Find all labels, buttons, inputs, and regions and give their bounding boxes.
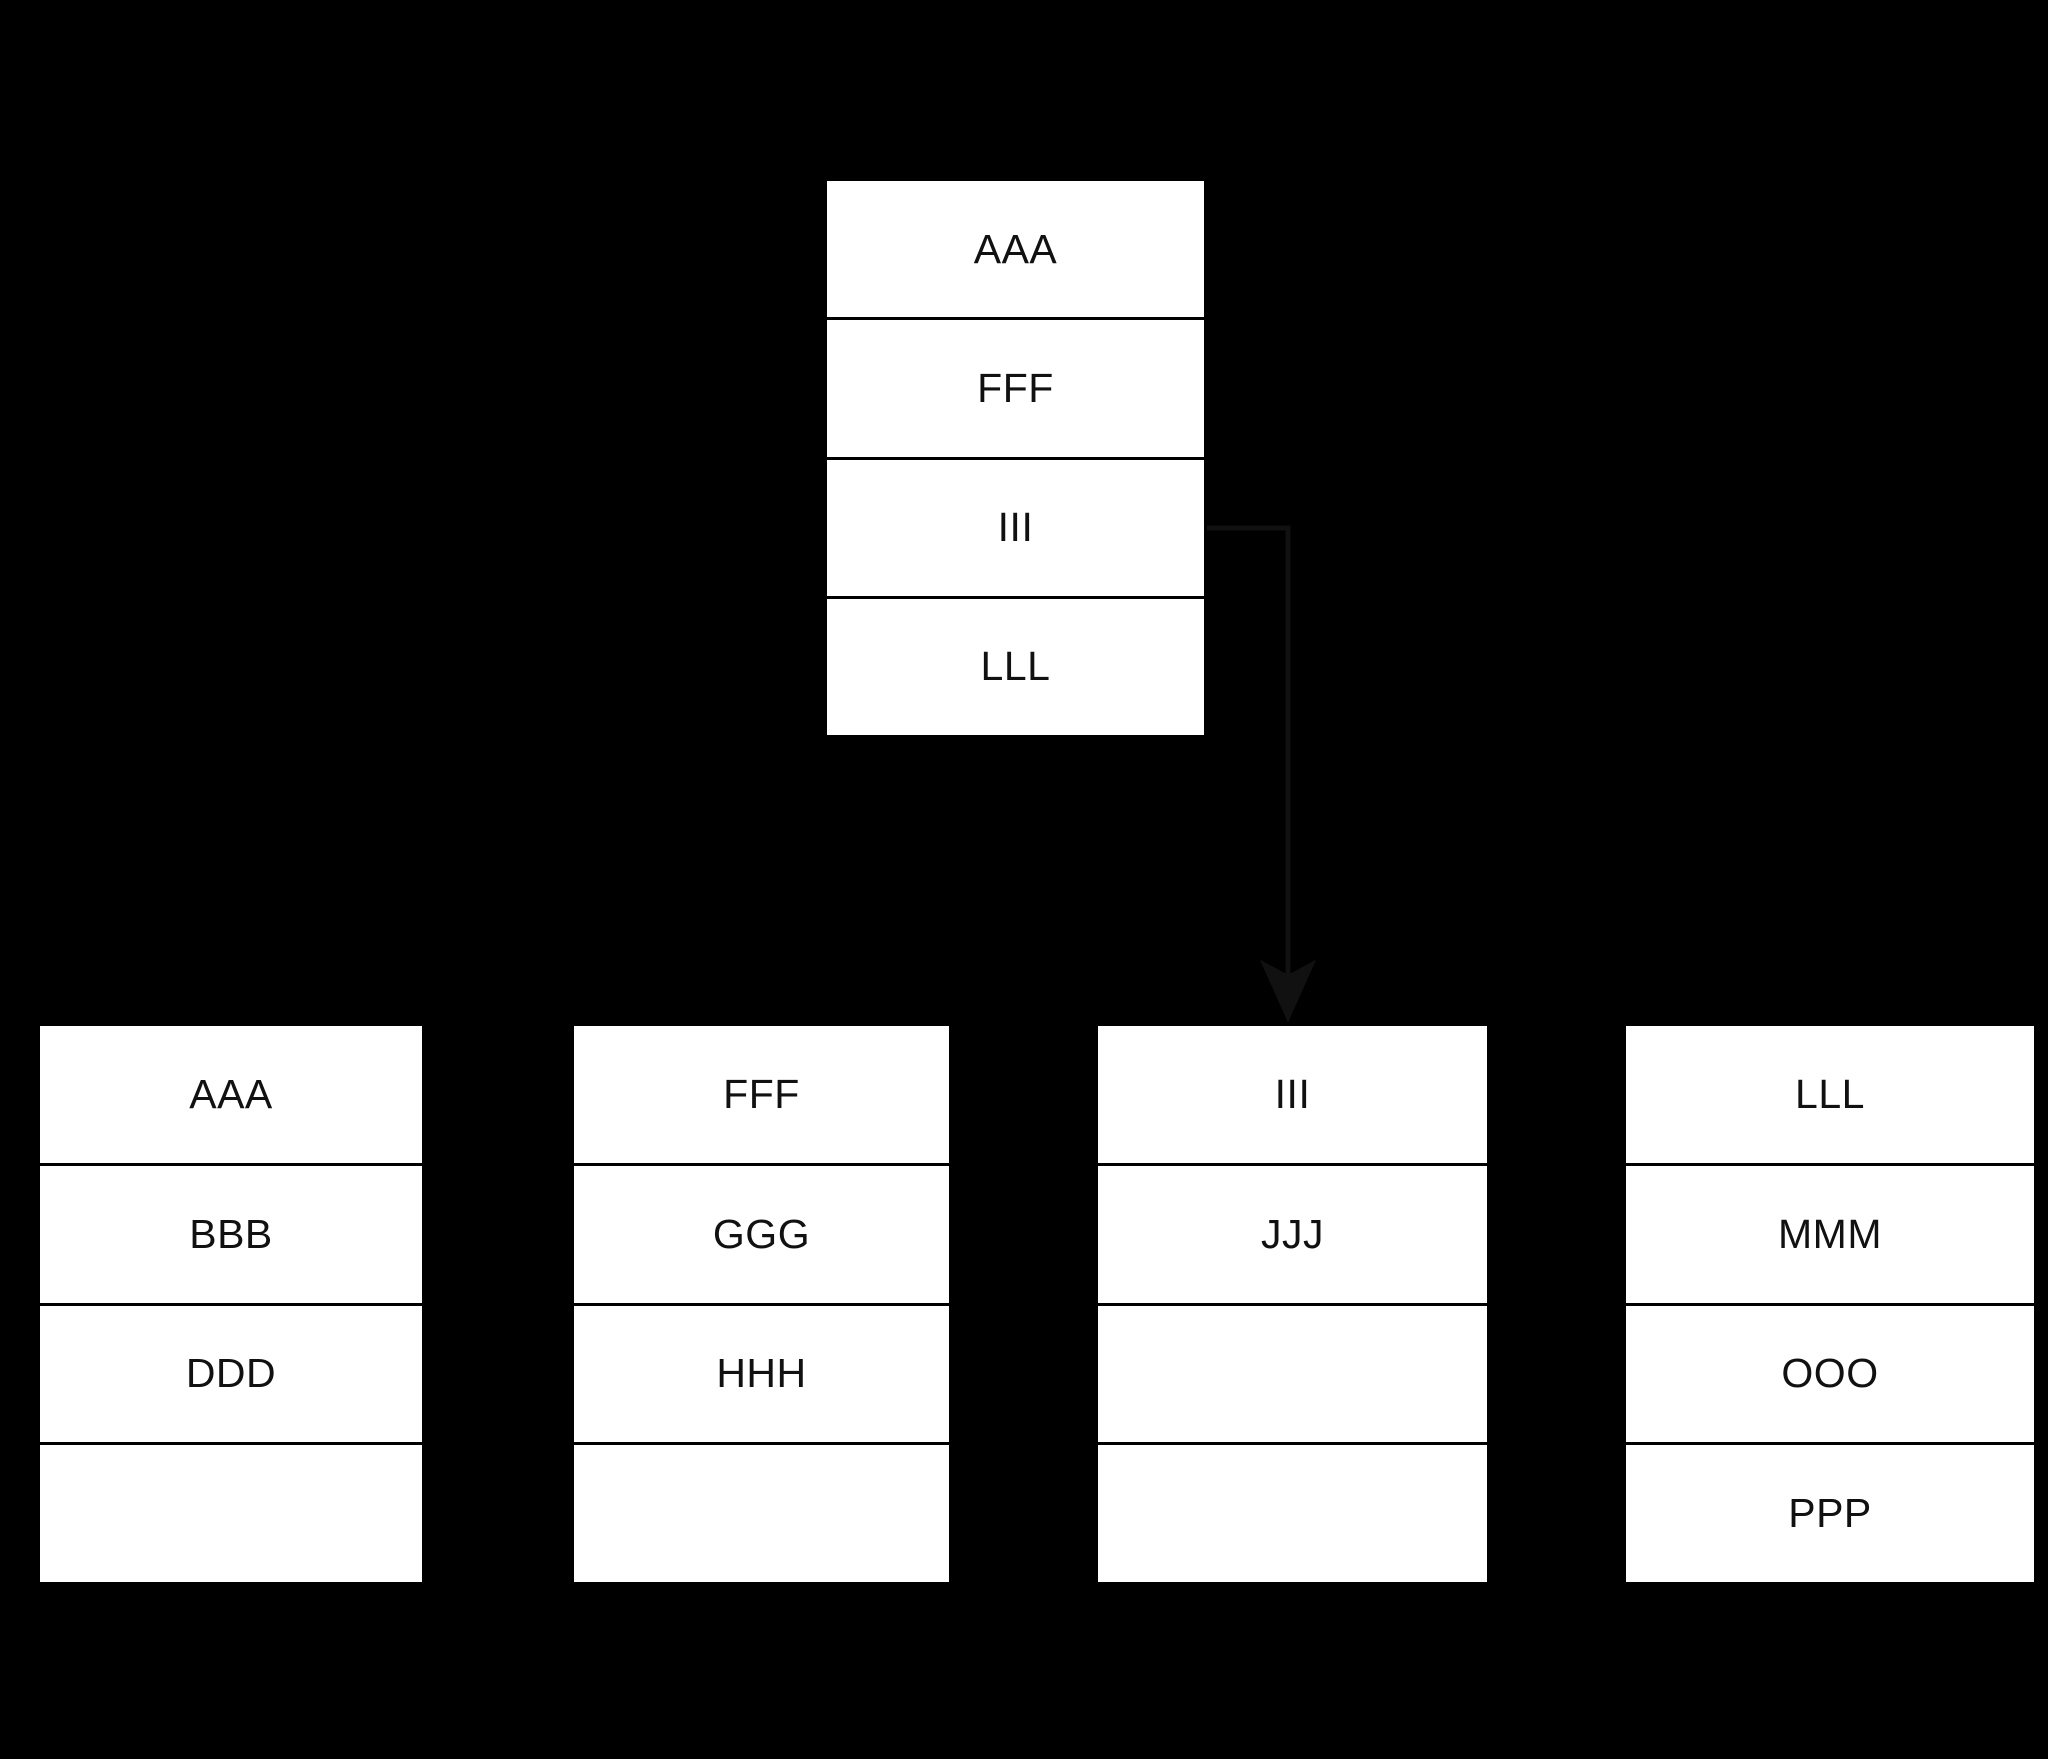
table-row-empty[interactable] (40, 1445, 422, 1582)
table-row[interactable]: GGG (574, 1165, 949, 1306)
table-row[interactable]: III (827, 459, 1204, 599)
cell-label: PPP (1788, 1490, 1872, 1537)
table-row[interactable]: MMM (1626, 1165, 2034, 1306)
table-row[interactable]: LLL (827, 598, 1204, 735)
table-row[interactable]: AAA (40, 1026, 422, 1166)
table-row[interactable]: FFF (827, 320, 1204, 460)
table-row-empty[interactable] (1098, 1305, 1487, 1446)
cell-label: MMM (1778, 1210, 1882, 1257)
table-row[interactable]: AAA (827, 181, 1204, 321)
cell-label: AAA (189, 1070, 273, 1117)
table-row[interactable]: JJJ (1098, 1165, 1487, 1306)
table-row[interactable]: OOO (1626, 1305, 2034, 1446)
source-table[interactable]: AAA FFF III LLL (824, 178, 1207, 738)
target-table-4[interactable]: LLL MMM OOO PPP (1623, 1023, 2037, 1585)
cell-label: III (1274, 1070, 1311, 1117)
iii-mapping-arrow-line (1207, 525, 1291, 1000)
table-row[interactable]: FFF (574, 1026, 949, 1166)
cell-label: FFF (977, 364, 1054, 411)
cell-label: HHH (716, 1350, 807, 1397)
table-row[interactable]: BBB (40, 1165, 422, 1306)
table-row-empty[interactable] (1098, 1445, 1487, 1582)
cell-label: III (997, 504, 1034, 551)
cell-label: JJJ (1261, 1210, 1324, 1257)
target-table-2[interactable]: FFF GGG HHH (571, 1023, 952, 1585)
cell-label: AAA (973, 225, 1058, 272)
cell-label: DDD (185, 1350, 277, 1397)
cell-label: LLL (1795, 1070, 1865, 1117)
cell-label: GGG (712, 1210, 811, 1257)
cell-label: LLL (980, 643, 1051, 690)
cell-label: FFF (723, 1070, 800, 1117)
table-row[interactable]: HHH (574, 1305, 949, 1446)
cell-label: BBB (189, 1210, 273, 1257)
target-table-3[interactable]: III JJJ (1095, 1023, 1490, 1585)
arrowhead-icon (1259, 959, 1317, 1023)
table-row[interactable]: III (1098, 1026, 1487, 1166)
table-row[interactable]: DDD (40, 1305, 422, 1446)
table-row[interactable]: LLL (1626, 1026, 2034, 1166)
table-row[interactable]: PPP (1626, 1445, 2034, 1582)
table-row-empty[interactable] (574, 1445, 949, 1582)
cell-label: OOO (1781, 1350, 1879, 1397)
target-table-1[interactable]: AAA BBB DDD (37, 1023, 425, 1585)
